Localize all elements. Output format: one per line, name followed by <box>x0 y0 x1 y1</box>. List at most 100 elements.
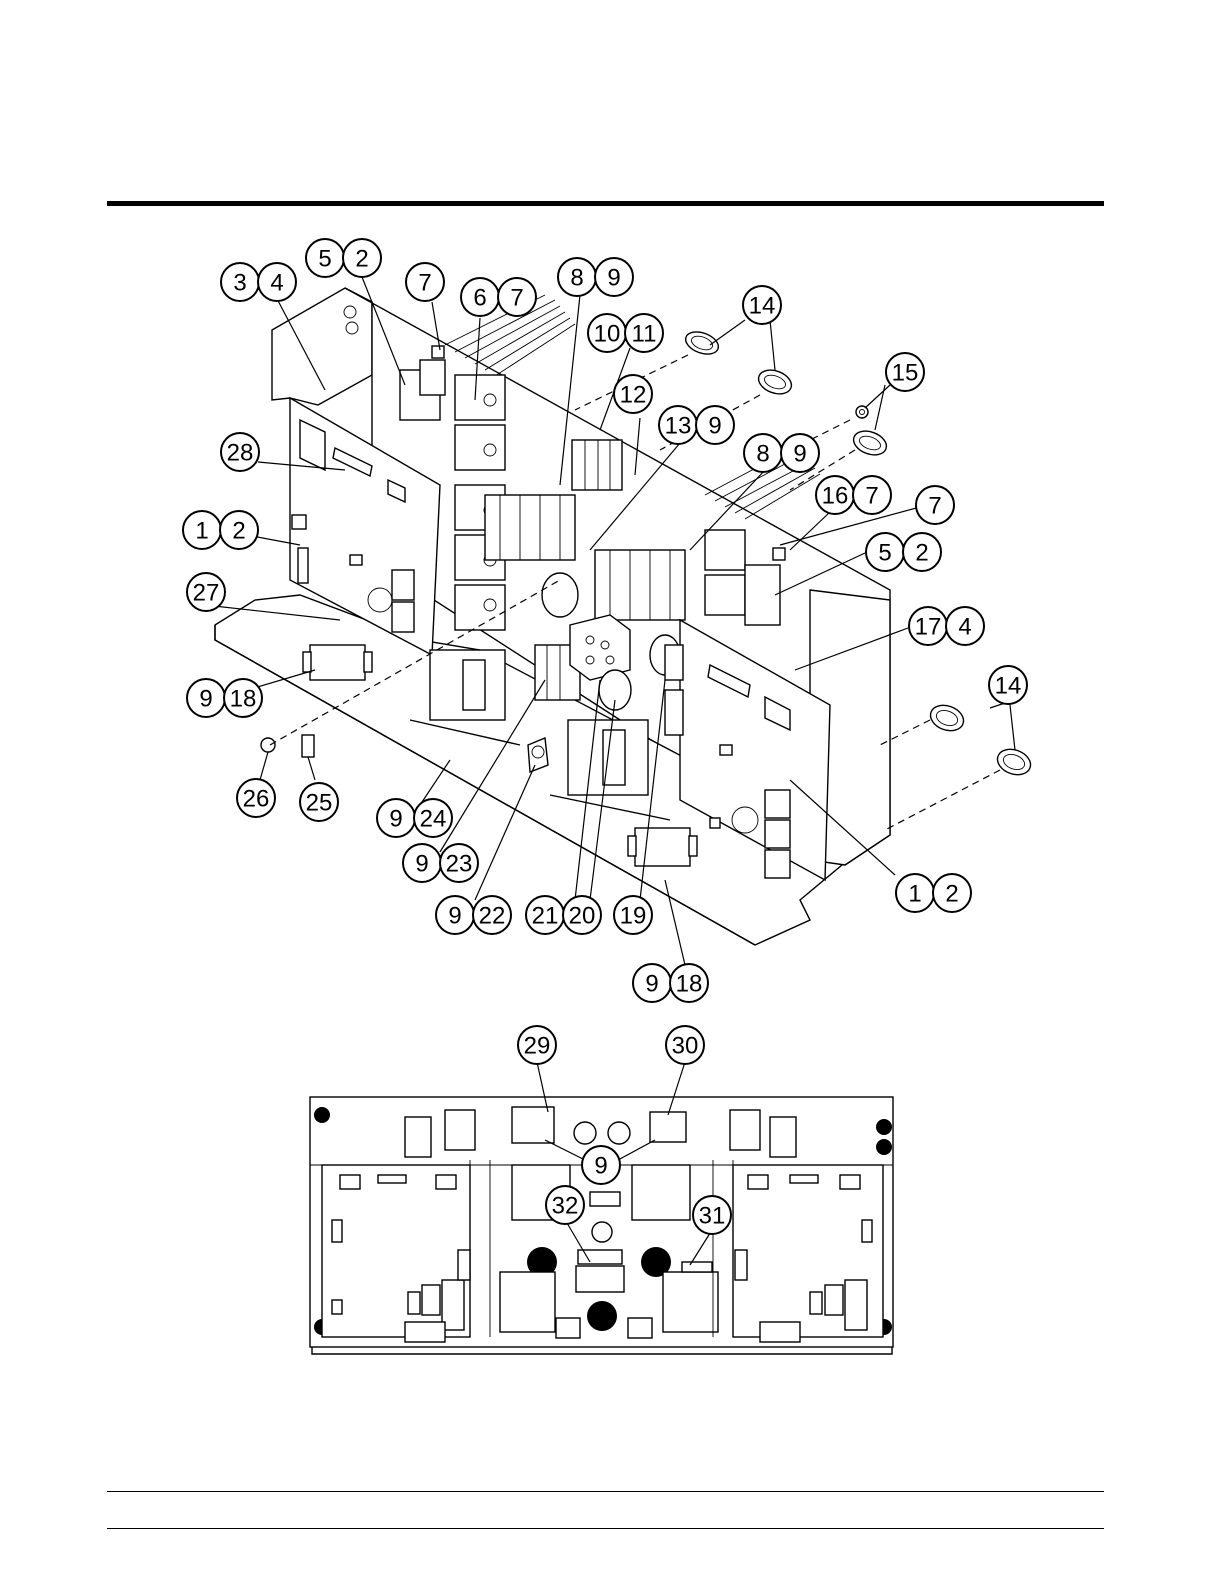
callout-number: 31 <box>699 1203 726 1230</box>
callout-number: 12 <box>620 382 647 409</box>
callout-17: 17 <box>909 607 947 645</box>
callout-18a: 18 <box>224 679 262 717</box>
terminal-block-20 <box>570 615 630 680</box>
callout-number: 9 <box>199 686 212 713</box>
callout-number: 4 <box>958 614 971 641</box>
callout-9a: 9 <box>595 258 633 296</box>
callout-26: 26 <box>237 779 275 817</box>
contactor-right <box>595 550 685 620</box>
callout-4: 4 <box>258 263 296 301</box>
contactor-left <box>485 495 575 560</box>
callout-7a: 7 <box>406 263 444 301</box>
callout-number: 13 <box>665 413 692 440</box>
callout-2c: 2 <box>903 533 941 571</box>
callout-number: 5 <box>318 246 331 273</box>
callout-1a: 1 <box>183 511 221 549</box>
callout-number: 4 <box>270 270 283 297</box>
callout-7c: 7 <box>853 476 891 514</box>
callout-10: 10 <box>588 314 626 352</box>
callout-9f: 9 <box>403 844 441 882</box>
callout-24: 24 <box>414 799 452 837</box>
callout-7b: 7 <box>498 278 536 316</box>
callout-27: 27 <box>187 573 225 611</box>
callout-number: 8 <box>570 265 583 292</box>
callout-number: 10 <box>594 321 621 348</box>
callout-number: 18 <box>230 686 257 713</box>
callout-3: 3 <box>221 263 259 301</box>
terminal-block-31 <box>682 1262 712 1272</box>
callout-9h: 9 <box>633 964 671 1002</box>
callout-7d: 7 <box>916 486 954 524</box>
left-end-panel <box>272 288 372 405</box>
callout-number: 1 <box>195 518 208 545</box>
callout-number: 6 <box>473 285 486 312</box>
callout-number: 26 <box>243 786 270 813</box>
callout-number: 9 <box>594 1153 607 1180</box>
callout-number: 3 <box>233 270 246 297</box>
callout-8a: 8 <box>558 258 596 296</box>
callout-number: 25 <box>306 790 333 817</box>
callout-1b: 1 <box>896 874 934 912</box>
callout-6: 6 <box>461 278 499 316</box>
callout-number: 1 <box>908 881 921 908</box>
callout-number: 2 <box>915 540 928 567</box>
callout-4b: 4 <box>946 607 984 645</box>
callout-30: 30 <box>666 1026 704 1064</box>
top-view-assembly <box>310 1097 893 1354</box>
callout-9c: 9 <box>781 434 819 472</box>
callout-number: 5 <box>878 540 891 567</box>
callout-number: 20 <box>569 903 596 930</box>
callout-number: 7 <box>418 270 431 297</box>
callout-20: 20 <box>563 896 601 934</box>
callout-number: 2 <box>355 246 368 273</box>
callout-number: 14 <box>749 293 776 320</box>
callout-9e: 9 <box>377 799 415 837</box>
callout-22: 22 <box>473 896 511 934</box>
callout-number: 9 <box>448 903 461 930</box>
callout-9i: 9 <box>582 1146 620 1184</box>
callout-number: 9 <box>708 413 721 440</box>
callout-number: 22 <box>479 903 506 930</box>
callout-14a: 14 <box>743 286 781 324</box>
callout-18b: 18 <box>670 964 708 1002</box>
callout-number: 9 <box>645 971 658 998</box>
terminal-block-32 <box>576 1266 624 1292</box>
callout-number: 27 <box>193 580 220 607</box>
relay-29 <box>512 1107 554 1143</box>
callout-number: 24 <box>420 806 447 833</box>
callout-16: 16 <box>816 476 854 514</box>
callout-2d: 2 <box>933 874 971 912</box>
callout-29: 29 <box>518 1026 556 1064</box>
callout-5b: 5 <box>866 533 904 571</box>
callout-number: 19 <box>620 903 647 930</box>
callout-number: 17 <box>915 614 942 641</box>
callout-32: 32 <box>546 1186 584 1224</box>
callout-number: 11 <box>632 321 657 348</box>
callout-25: 25 <box>300 783 338 821</box>
callout-number: 30 <box>672 1033 699 1060</box>
callout-number: 7 <box>510 285 523 312</box>
callout-13: 13 <box>659 406 697 444</box>
callout-number: 9 <box>793 441 806 468</box>
callout-9g: 9 <box>436 896 474 934</box>
callout-number: 23 <box>446 851 473 878</box>
callout-9b: 9 <box>696 406 734 444</box>
callout-2a: 2 <box>343 239 381 277</box>
callout-number: 2 <box>232 518 245 545</box>
bushing-ring <box>542 573 578 617</box>
callout-number: 18 <box>676 971 703 998</box>
callout-number: 8 <box>756 441 769 468</box>
callout-19: 19 <box>614 896 652 934</box>
callout-8b: 8 <box>744 434 782 472</box>
callout-number: 29 <box>524 1033 551 1060</box>
callout-number: 2 <box>945 881 958 908</box>
line-filter-right <box>628 828 697 866</box>
callout-number: 32 <box>552 1193 579 1220</box>
callout-number: 7 <box>865 483 878 510</box>
callout-21: 21 <box>526 896 564 934</box>
callout-15: 15 <box>886 353 924 391</box>
callout-14b: 14 <box>989 666 1027 704</box>
callout-number: 14 <box>995 673 1022 700</box>
callout-number: 9 <box>415 851 428 878</box>
